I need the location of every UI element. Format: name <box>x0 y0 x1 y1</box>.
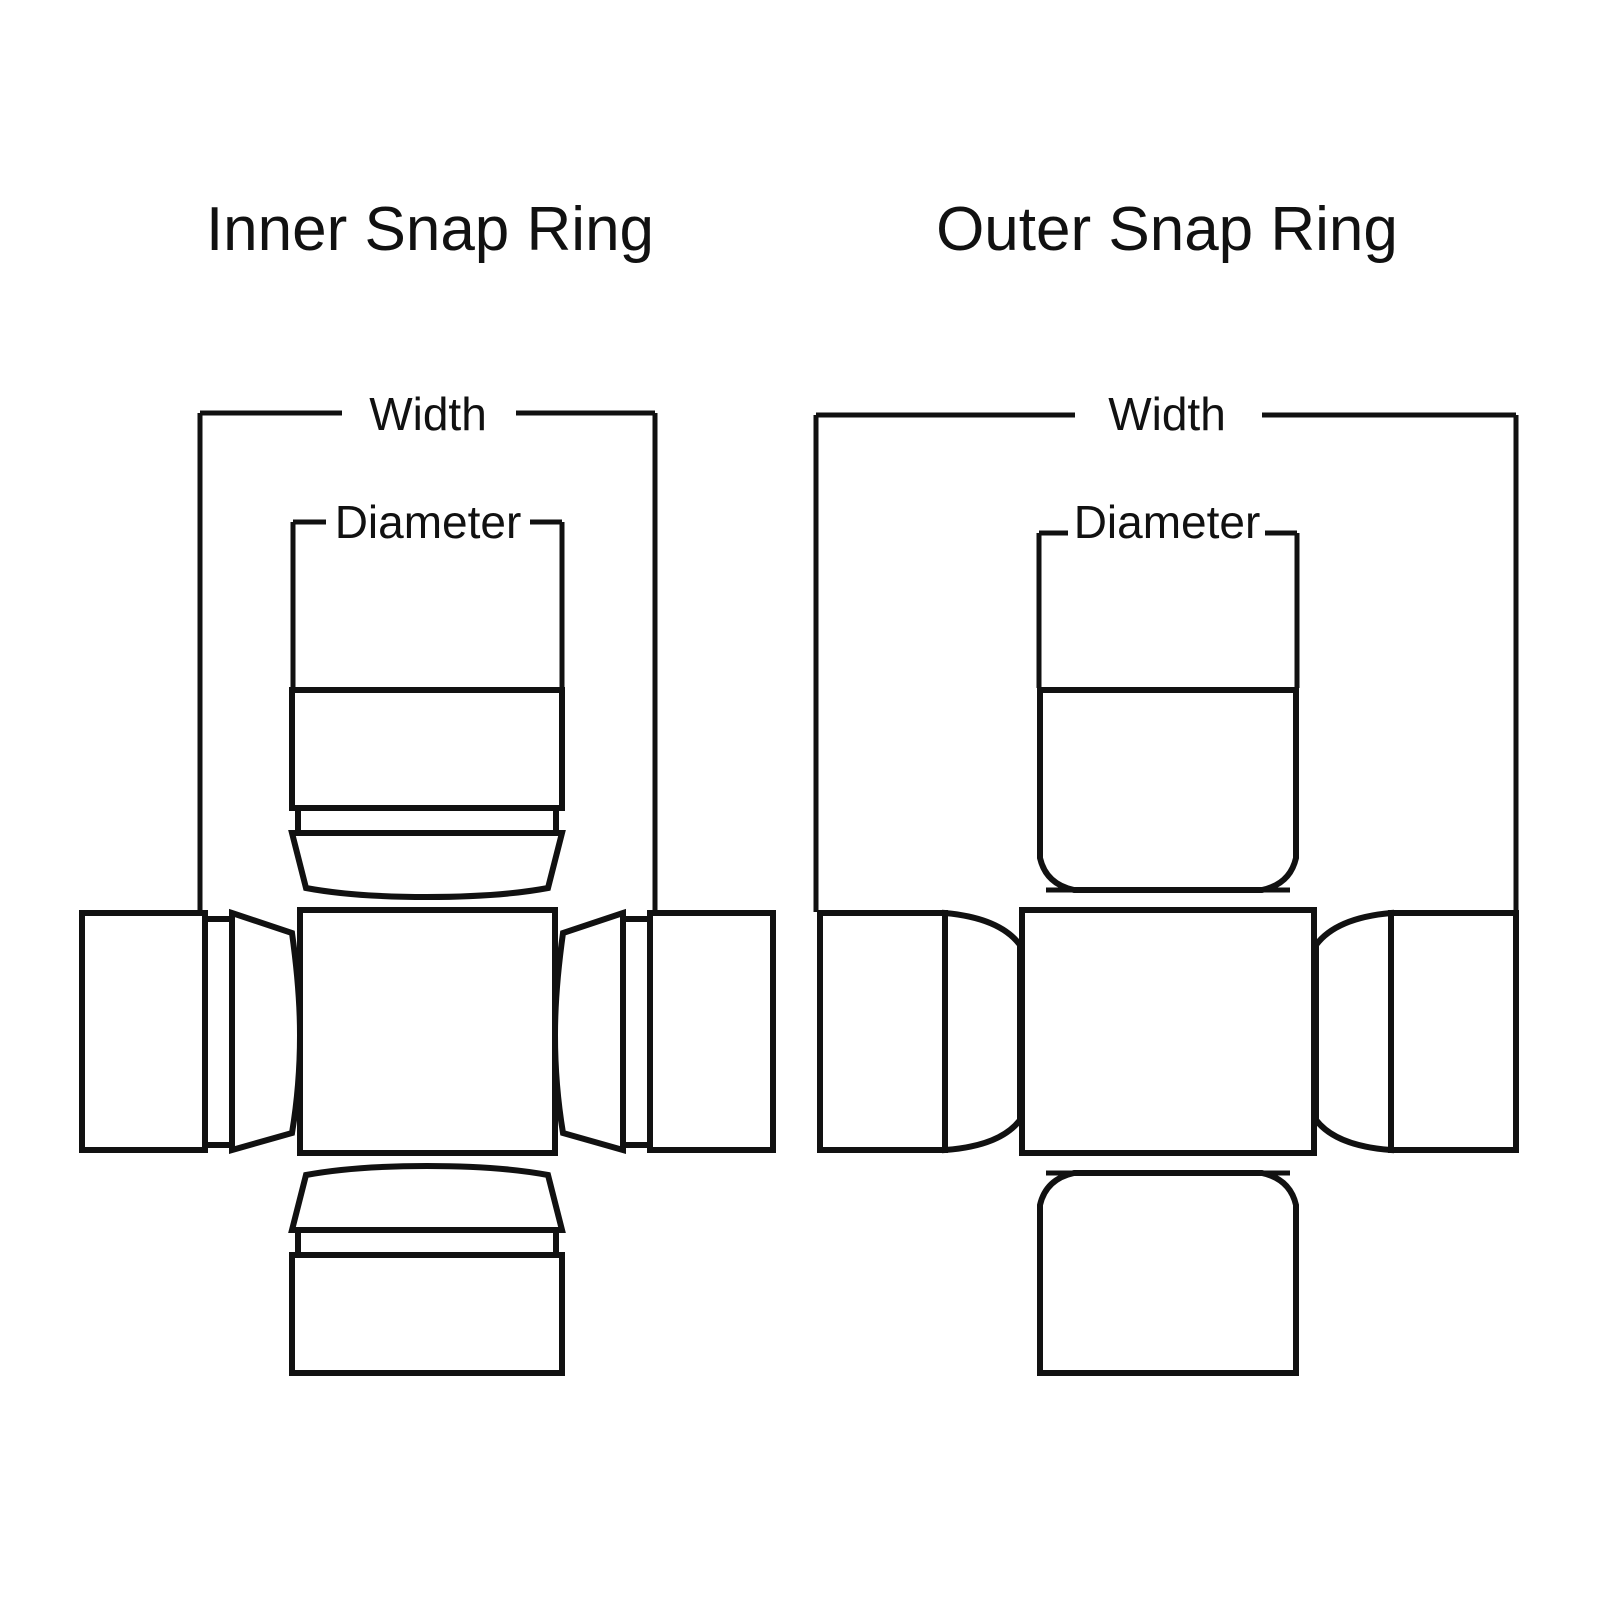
outer-width-label: Width <box>1108 388 1226 440</box>
inner-snap-ring-title: Inner Snap Ring <box>206 195 654 264</box>
outer-snap-ring-title: Outer Snap Ring <box>936 195 1398 264</box>
outer-right-arm <box>1313 909 1519 1154</box>
outer-right-outer-cap <box>1388 910 1519 1153</box>
inner-width-label: Width <box>369 388 487 440</box>
inner-right-tapered-shoulder <box>551 908 626 1154</box>
inner-top-snap-ring-band <box>295 805 559 836</box>
inner-left-tapered-shoulder <box>229 908 304 1154</box>
inner-bottom-outer-cap <box>289 1252 565 1376</box>
inner-right-outer-cap <box>647 910 776 1153</box>
inner-left-outer-cap <box>79 910 208 1153</box>
outer-bottom-outer-cap <box>1037 1170 1299 1376</box>
outer-diameter-label: Diameter <box>1074 496 1261 548</box>
inner-center-cross-block <box>297 907 558 1156</box>
outer-left-tapered-shoulder <box>942 909 1023 1154</box>
inner-left-snap-ring-band <box>202 916 235 1148</box>
outer-width-dimension: Width <box>813 388 1519 912</box>
outer-right-tapered-shoulder <box>1313 909 1394 1154</box>
panel-outer-snap-ring: Width Diameter Outer Snap Ring <box>813 195 1519 1376</box>
outer-center-cross-block <box>1019 907 1317 1156</box>
inner-width-dimension: Width <box>197 388 658 912</box>
inner-bottom-snap-ring-band <box>295 1227 559 1258</box>
inner-diameter-label: Diameter <box>335 496 522 548</box>
outer-top-arm <box>1037 687 1299 893</box>
inner-top-arm <box>288 687 566 901</box>
inner-top-outer-cap <box>289 687 565 811</box>
outer-top-outer-cap <box>1037 687 1299 893</box>
outer-left-arm <box>817 909 1023 1154</box>
inner-bottom-arm <box>288 1162 566 1376</box>
inner-bottom-tapered-shoulder <box>288 1162 566 1233</box>
inner-left-arm <box>79 908 304 1154</box>
outer-left-outer-cap <box>817 910 948 1153</box>
inner-right-snap-ring-band <box>620 916 653 1148</box>
outer-bottom-arm <box>1037 1170 1299 1376</box>
panel-inner-snap-ring: Width Diameter Inner Snap Ring <box>79 195 776 1376</box>
inner-diameter-dimension: Diameter <box>290 496 565 688</box>
inner-top-tapered-shoulder <box>288 830 566 901</box>
outer-diameter-dimension: Diameter <box>1036 496 1300 688</box>
inner-right-arm <box>551 908 776 1154</box>
